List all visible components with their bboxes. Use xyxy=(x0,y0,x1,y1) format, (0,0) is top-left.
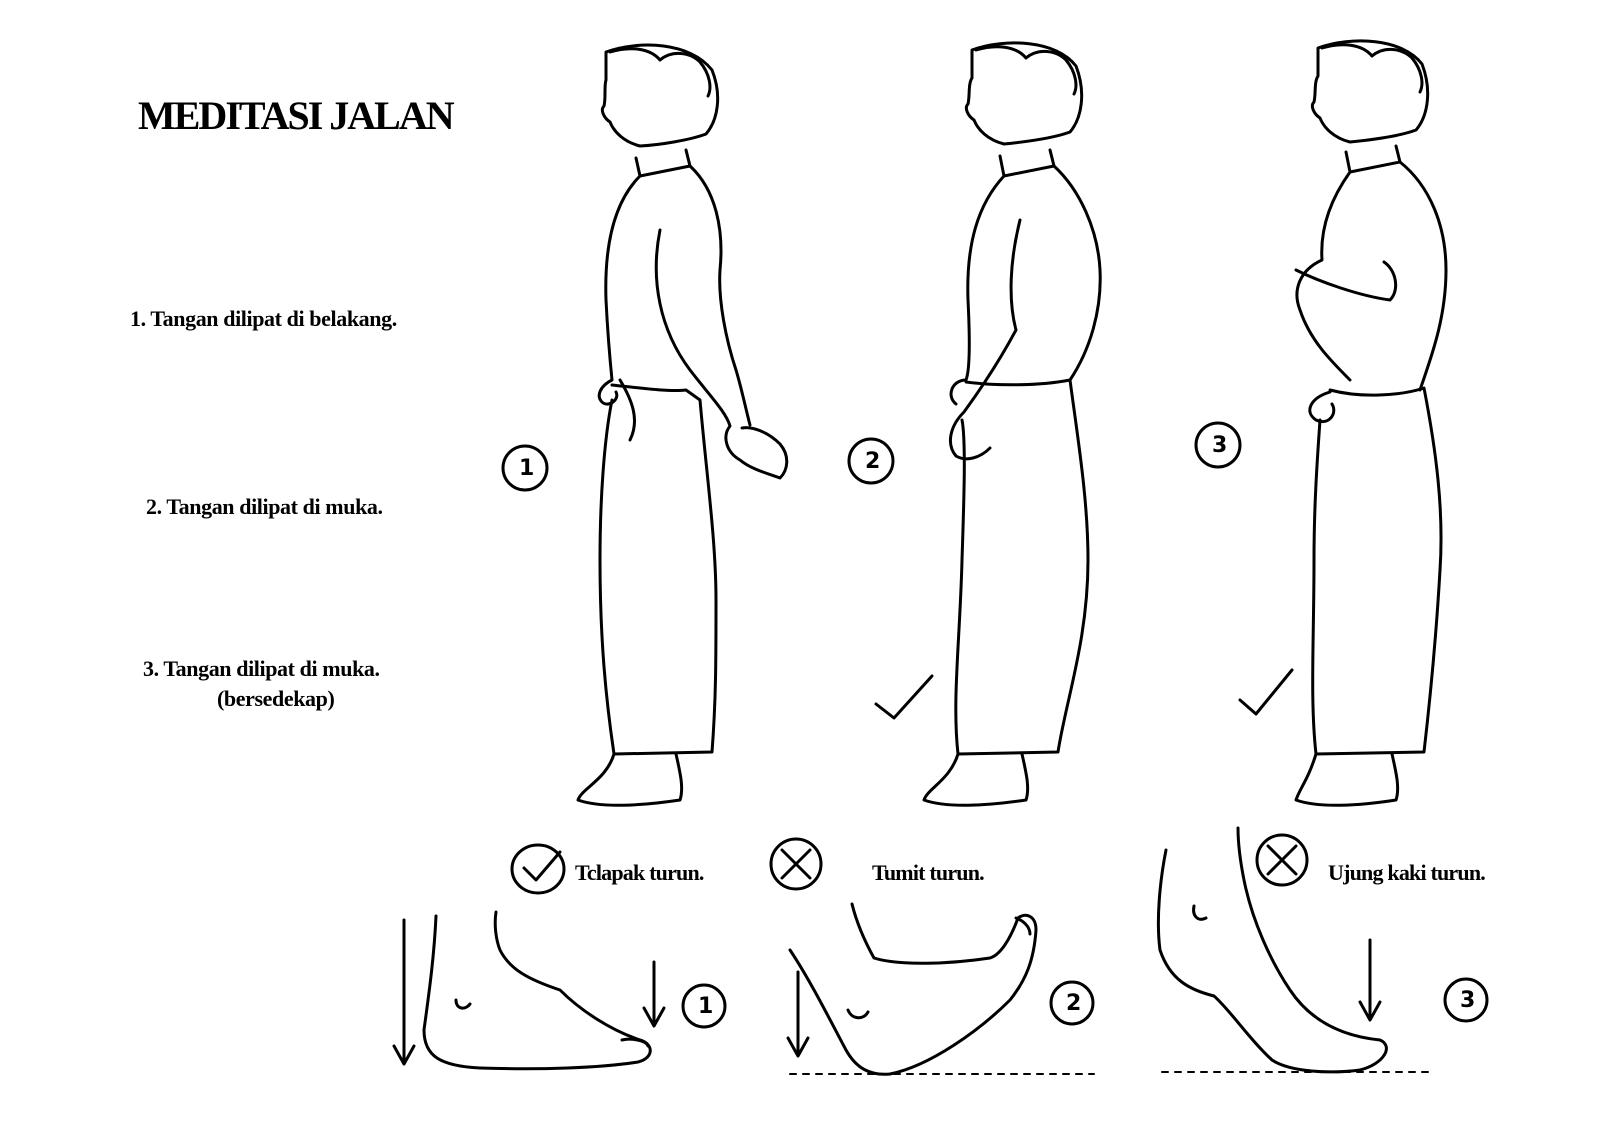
figure-number-3: 3 xyxy=(1212,433,1228,458)
page-title: MEDITASI JALAN xyxy=(138,93,455,138)
figure-1-standing-man xyxy=(576,43,789,807)
instruction-3-note: (bersedekap) xyxy=(217,686,335,711)
instruction-2: 2. Tangan dilipat di muka. xyxy=(146,494,383,519)
wrong-circle-icon-heel xyxy=(769,837,823,891)
check-mark-icon-caption xyxy=(522,850,562,882)
wrong-circle-icon-toe xyxy=(1255,833,1309,887)
foot-circle-2 xyxy=(1049,980,1095,1026)
foot-1-sole-down xyxy=(392,910,666,1071)
foot-number-3: 3 xyxy=(1460,988,1476,1013)
foot-number-2: 2 xyxy=(1066,991,1082,1016)
caption-wrong-heel: Tumit turun. xyxy=(872,860,985,885)
cross-icon-toe xyxy=(1266,844,1298,876)
check-mark-icon-figure-3 xyxy=(1238,668,1294,716)
foot-2-heel-down xyxy=(786,902,1095,1076)
foot-circle-3 xyxy=(1443,977,1489,1023)
foot-number-1: 1 xyxy=(698,994,714,1019)
check-mark-icon-figure-2 xyxy=(874,674,934,720)
figure-2-standing-man xyxy=(922,41,1102,807)
caption-wrong-toe: Ujung kaki turun. xyxy=(1328,860,1486,885)
figure-circle-1 xyxy=(501,444,549,492)
caption-correct: Tclapak turun. xyxy=(575,860,704,885)
figure-circle-2 xyxy=(847,437,895,485)
instruction-3: 3. Tangan dilipat di muka. xyxy=(143,656,380,681)
figure-number-2: 2 xyxy=(865,449,881,474)
figure-number-1: 1 xyxy=(519,456,535,481)
foot-3-toe-down xyxy=(1156,826,1429,1074)
cross-icon-heel xyxy=(780,848,812,880)
figure-circle-3 xyxy=(1194,421,1242,469)
correct-circle-icon xyxy=(510,843,566,895)
instruction-1: 1. Tangan dilipat di belakang. xyxy=(130,306,397,331)
foot-circle-1 xyxy=(681,983,727,1029)
figure-3-standing-man xyxy=(1294,39,1448,807)
